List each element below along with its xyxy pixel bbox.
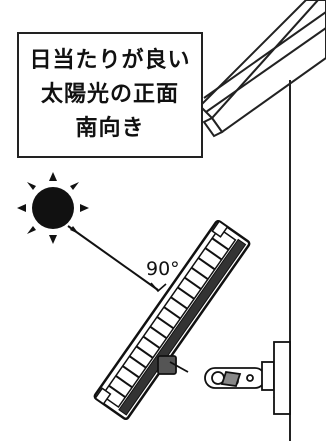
- callout-line-3: 南向き: [75, 116, 145, 141]
- callout-line-1: 日当たりが良い: [29, 48, 191, 73]
- callout-box: 日当たりが良い 太陽光の正面 南向き: [17, 32, 203, 158]
- roof-eave: [198, 0, 326, 138]
- angle-label: 90°: [146, 258, 180, 280]
- sun-ray-line: [67, 225, 159, 291]
- right-angle-marker: [150, 282, 167, 293]
- callout-line-2: 太陽光の正面: [40, 82, 179, 107]
- solar-panel: [93, 219, 251, 421]
- wall-mount-bracket: [157, 341, 291, 415]
